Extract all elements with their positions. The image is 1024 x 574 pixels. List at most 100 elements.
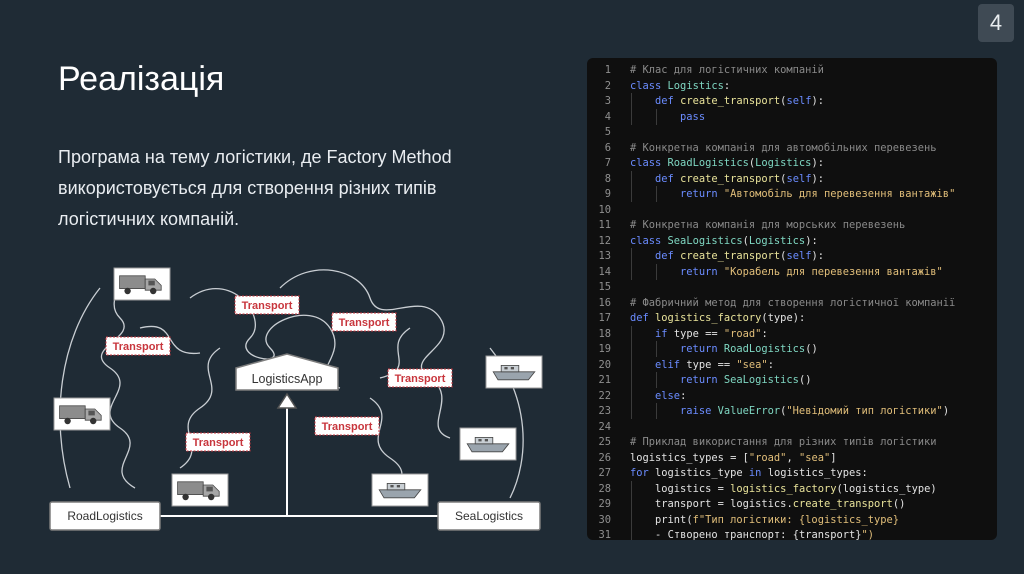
code-line: 15 [587,279,997,295]
line-number: 22 [591,388,611,404]
code-line: 12 class SeaLogistics(Logistics): [587,233,997,249]
code-line: 21 return SeaLogistics() [587,372,997,388]
code-line: 13 def create_transport(self): [587,248,997,264]
line-number: 29 [591,496,611,512]
line-number: 13 [591,248,611,264]
code-line: 23 raise ValueError("Невідомий тип логіс… [587,403,997,419]
transport-tag: Transport [186,433,250,451]
code-line: 1 # Клас для логістичних компаній [587,62,997,78]
code-line: 27for logistics_type in logistics_types: [587,465,997,481]
code-line: 25# Приклад використання для різних типі… [587,434,997,450]
code-line: 16# Фабричний метод для створення логіст… [587,295,997,311]
code-text: class RoadLogistics(Logistics): [630,155,824,171]
code-text: def create_transport(self): [630,248,824,264]
code-text: print(f"Тип логістики: {logistics_type} [630,512,899,528]
sea-logistics-label: SeaLogistics [455,509,523,523]
line-number: 28 [591,481,611,497]
line-number: 6 [591,140,611,156]
code-text: pass [630,109,705,125]
code-text: logistics = logistics_factory(logistics_… [630,481,937,497]
truck-icon [172,474,228,506]
line-number: 5 [591,124,611,140]
code-line: 29 transport = logistics.create_transpor… [587,496,997,512]
code-line: 26 logistics_types = ["road", "sea"] [587,450,997,466]
svg-text:Transport: Transport [193,437,244,449]
line-number: 2 [591,78,611,94]
code-line: 28 logistics = logistics_factory(logisti… [587,481,997,497]
code-text: # Фабричний метод для створення логістич… [630,295,955,311]
line-number: 26 [591,450,611,466]
transport-tag: Transport [315,417,379,435]
code-line: 5 [587,124,997,140]
code-text: # Клас для логістичних компаній [630,62,824,78]
code-line: 10 [587,202,997,218]
code-line: 4 pass [587,109,997,125]
boat-icon [486,356,542,388]
code-line: 14 return "Корабель для перевезення вант… [587,264,997,280]
line-number: 14 [591,264,611,280]
line-number: 12 [591,233,611,249]
svg-text:Transport: Transport [113,341,164,353]
logistics-app-node: LogisticsApp [236,354,338,390]
line-number: 19 [591,341,611,357]
line-number: 11 [591,217,611,233]
svg-text:Transport: Transport [242,300,293,312]
code-text: class Logistics: [630,78,730,94]
svg-text:Transport: Transport [395,373,446,385]
code-text: logistics_types = ["road", "sea"] [630,450,837,466]
boat-icon [460,428,516,460]
logistics-app-label: LogisticsApp [252,372,323,386]
page-number: 4 [978,4,1014,42]
road-logistics-label: RoadLogistics [67,509,142,523]
code-line: 9 return "Автомобіль для перевезення ван… [587,186,997,202]
code-text: # Приклад використання для різних типів … [630,434,937,450]
code-text: raise ValueError("Невідомий тип логістик… [630,403,949,419]
line-number: 4 [591,109,611,125]
line-number: 17 [591,310,611,326]
line-number: 24 [591,419,611,435]
line-number: 27 [591,465,611,481]
code-text: return SeaLogistics() [630,372,811,388]
transport-tag: Transport [332,313,396,331]
code-line: 2 class Logistics: [587,78,997,94]
code-text: else: [630,388,686,404]
code-line: 30 print(f"Тип логістики: {logistics_typ… [587,512,997,528]
code-text: class SeaLogistics(Logistics): [630,233,818,249]
code-line: 24 [587,419,997,435]
code-line: 31 - Створено транспорт: {transport}") [587,527,997,540]
transport-tag: Transport [388,369,452,387]
code-line: 22 else: [587,388,997,404]
transport-tag: Transport [235,296,299,314]
code-line: 3 def create_transport(self): [587,93,997,109]
code-text: return "Корабель для перевезення вантажі… [630,264,943,280]
code-text: transport = logistics.create_transport() [630,496,905,512]
svg-text:Transport: Transport [339,317,390,329]
line-number: 1 [591,62,611,78]
boat-icon [372,474,428,506]
line-number: 21 [591,372,611,388]
code-text: if type == "road": [630,326,768,342]
code-line: 17def logistics_factory(type): [587,310,997,326]
line-number: 3 [591,93,611,109]
code-editor: 1 # Клас для логістичних компаній 2 class L… [587,58,997,540]
code-line: 11 # Конкретна компанія для морських пере… [587,217,997,233]
line-number: 18 [591,326,611,342]
transport-tag: Transport [106,337,170,355]
code-text: - Створено транспорт: {transport}") [630,527,874,540]
truck-icon [114,268,170,300]
slide-title: Реалізація [58,60,224,99]
code-text: return "Автомобіль для перевезення ванта… [630,186,955,202]
code-line: 8 def create_transport(self): [587,171,997,187]
line-number: 30 [591,512,611,528]
code-text: # Конкретна компанія для морських переве… [630,217,905,233]
slide-description: Програма на тему логістики, де Factory M… [58,142,528,235]
sea-logistics-node: SeaLogistics [438,502,540,530]
code-line: 18 if type == "road": [587,326,997,342]
line-number: 15 [591,279,611,295]
line-number: 9 [591,186,611,202]
line-number: 8 [591,171,611,187]
line-number: 20 [591,357,611,373]
svg-text:Transport: Transport [322,421,373,433]
road-logistics-node: RoadLogistics [50,502,160,530]
factory-method-diagram: LogisticsApp RoadLogistics SeaLogistics … [40,258,550,548]
